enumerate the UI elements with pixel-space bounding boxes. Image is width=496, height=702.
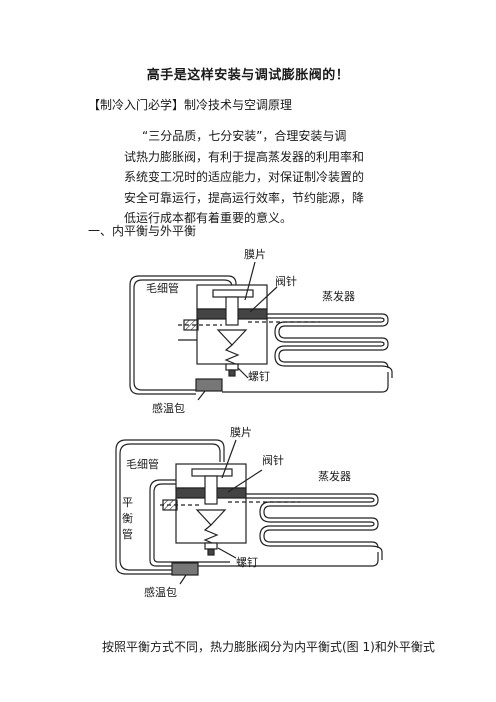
fig1-diaphragm-label: 膜片 bbox=[244, 248, 266, 261]
fig1-screw-label: 螺钉 bbox=[248, 370, 270, 383]
article-title: 高手是这样安装与调试膨胀阀的！ bbox=[146, 68, 350, 83]
paragraph-line: 低运行成本都有着重要的意义。 bbox=[124, 211, 293, 225]
fig2-balance-tube-label-3: 管 bbox=[122, 527, 133, 541]
figure-external-balance bbox=[115, 439, 383, 585]
figure-internal-balance bbox=[129, 261, 393, 401]
fig1-bulb-label: 感温包 bbox=[152, 402, 185, 415]
fig1-valve-needle-label: 阀针 bbox=[275, 274, 297, 288]
body-text-bottom: 按照平衡方式不同，热力膨胀阀分为内平衡式(图 1)和外平衡式 bbox=[102, 640, 435, 654]
fig1-evaporator-label: 蒸发器 bbox=[322, 289, 355, 303]
paragraph-line: 安全可靠运行，提高运行效率，节约能源，降 bbox=[124, 190, 365, 205]
fig2-diaphragm-label: 膜片 bbox=[230, 426, 252, 439]
sensing-bulb bbox=[195, 378, 223, 392]
paragraph-line: 系统变工况时的适应能力，对保证制冷装置的 bbox=[124, 170, 365, 184]
fig2-valve-needle-label: 阀针 bbox=[262, 453, 284, 467]
fig2-bulb-label: 感温包 bbox=[144, 586, 177, 599]
fig2-capillary-label: 毛细管 bbox=[126, 457, 159, 471]
paragraph-line: “三分品质，七分安装”，合理安装与调 bbox=[142, 129, 347, 143]
article-subtitle: 【制冷入门必学】制冷技术与空调原理 bbox=[88, 98, 293, 112]
sensing-bulb bbox=[171, 562, 199, 576]
section-heading: 一、内平衡与外平衡 bbox=[88, 224, 197, 238]
fig2-evaporator-label: 蒸发器 bbox=[318, 469, 351, 483]
fig2-balance-tube-label-2: 衡 bbox=[122, 512, 133, 525]
fig2-balance-tube-label-1: 平 bbox=[122, 496, 133, 509]
fig2-screw-label: 螺钉 bbox=[236, 556, 258, 569]
fig1-capillary-label: 毛细管 bbox=[146, 281, 179, 295]
paragraph-line: 试热力膨胀阀，有利于提高蒸发器的利用率和 bbox=[124, 149, 365, 164]
